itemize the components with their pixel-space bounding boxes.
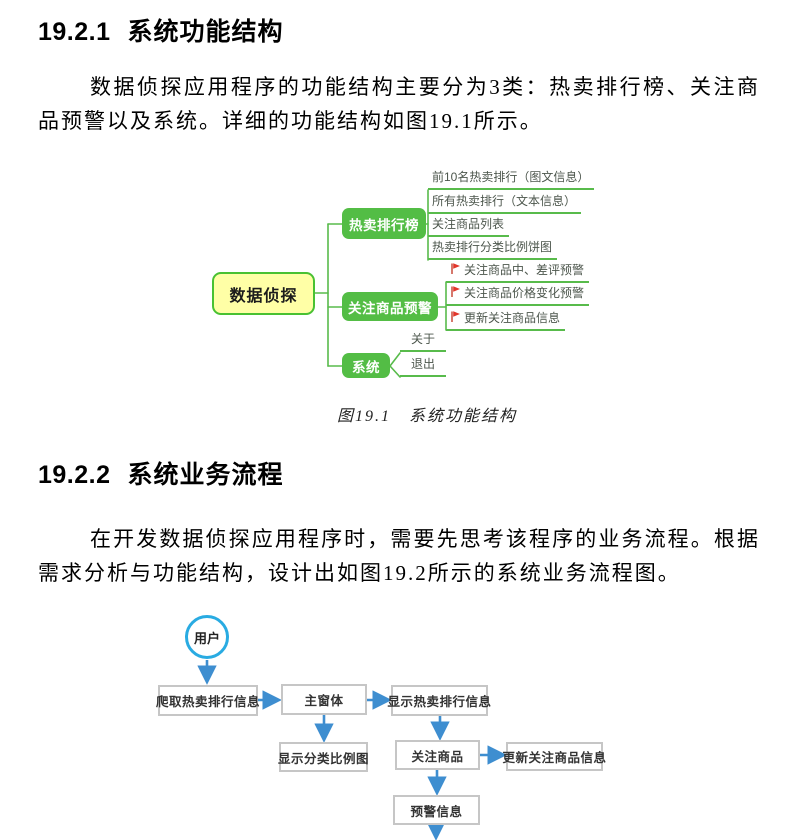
mindmap-leaf: 所有热卖排行（文本信息） [428, 194, 582, 214]
leaf-label: 关注商品中、差评预警 [464, 263, 585, 277]
leaf-label: 关于 [410, 332, 435, 346]
mindmap-branch-watch-alert: 关注商品预警 [342, 292, 438, 321]
mindmap-connector-lines [314, 189, 447, 378]
figure-19-2-flowchart: 用户 爬取热卖排行信息 主窗体 显示热卖排行信息 显示分类比例图 关注商品 更新… [0, 606, 795, 840]
paragraph-19-2-2: 在开发数据侦探应用程序时，需要先思考该程序的业务流程。根据需求分析与功能结构，设… [38, 527, 760, 585]
mindmap-leaf-exit: 退出 [400, 357, 446, 377]
mindmap-leaf: 热卖排行分类比例饼图 [428, 240, 558, 260]
mindmap-leaf: 关注商品价格变化预警 [446, 285, 590, 306]
red-flag-icon [451, 311, 460, 322]
flowchart-node-alert-info: 预警信息 [393, 795, 480, 825]
mindmap-leaf: 更新关注商品信息 [446, 310, 566, 331]
mindmap-branch-system: 系统 [342, 353, 390, 378]
mindmap-leaf-about: 关于 [400, 332, 446, 352]
leaf-label: 热卖排行分类比例饼图 [432, 240, 553, 254]
flowchart-node-main-window: 主窗体 [281, 684, 367, 715]
section-heading-19-2-1: 19.2.1 系统功能结构 [38, 12, 284, 48]
leaf-label: 前10名热卖排行（图文信息） [432, 170, 590, 184]
mindmap-leaf: 关注商品中、差评预警 [446, 262, 590, 283]
leaf-label: 关注商品价格变化预警 [464, 286, 585, 300]
leaf-label: 所有热卖排行（文本信息） [432, 194, 577, 208]
flowchart-node-watch-product: 关注商品 [395, 740, 480, 770]
flowchart-node-show-pie-chart: 显示分类比例图 [278, 742, 369, 772]
section-title: 系统业务流程 [127, 461, 284, 489]
flowchart-start-node-user: 用户 [185, 615, 229, 659]
mindmap-leaf: 前10名热卖排行（图文信息） [428, 170, 595, 190]
figure-19-1-mindmap: 数据侦探 热卖排行榜 关注商品预警 系统 前10名热卖排行（图文信息） 所有热卖… [200, 168, 600, 400]
section-number: 19.2.2 [38, 461, 111, 489]
flowchart-node-update-watch: 更新关注商品信息 [503, 742, 606, 771]
leaf-label: 退出 [410, 357, 435, 371]
paragraph-19-2-1: 数据侦探应用程序的功能结构主要分为3类：热卖排行榜、关注商品预警以及系统。详细的… [38, 75, 760, 133]
figure-19-1-caption: 图19.1 系统功能结构 [336, 408, 517, 425]
flowchart-arrows [197, 660, 507, 840]
mindmap-branch-hot-ranking: 热卖排行榜 [342, 208, 426, 239]
section-number: 19.2.1 [38, 18, 111, 46]
red-flag-icon [451, 263, 460, 274]
flowchart-node-crawl-ranking: 爬取热卖排行信息 [156, 685, 260, 716]
section-heading-19-2-2: 19.2.2 系统业务流程 [38, 455, 284, 491]
flowchart-node-show-ranking: 显示热卖排行信息 [388, 685, 491, 716]
red-flag-icon [451, 286, 460, 297]
mindmap-leaf: 关注商品列表 [428, 217, 510, 237]
mindmap-root-node: 数据侦探 [212, 272, 315, 315]
leaf-label: 更新关注商品信息 [464, 311, 561, 325]
section-title: 系统功能结构 [127, 18, 284, 46]
leaf-label: 关注商品列表 [432, 217, 505, 231]
